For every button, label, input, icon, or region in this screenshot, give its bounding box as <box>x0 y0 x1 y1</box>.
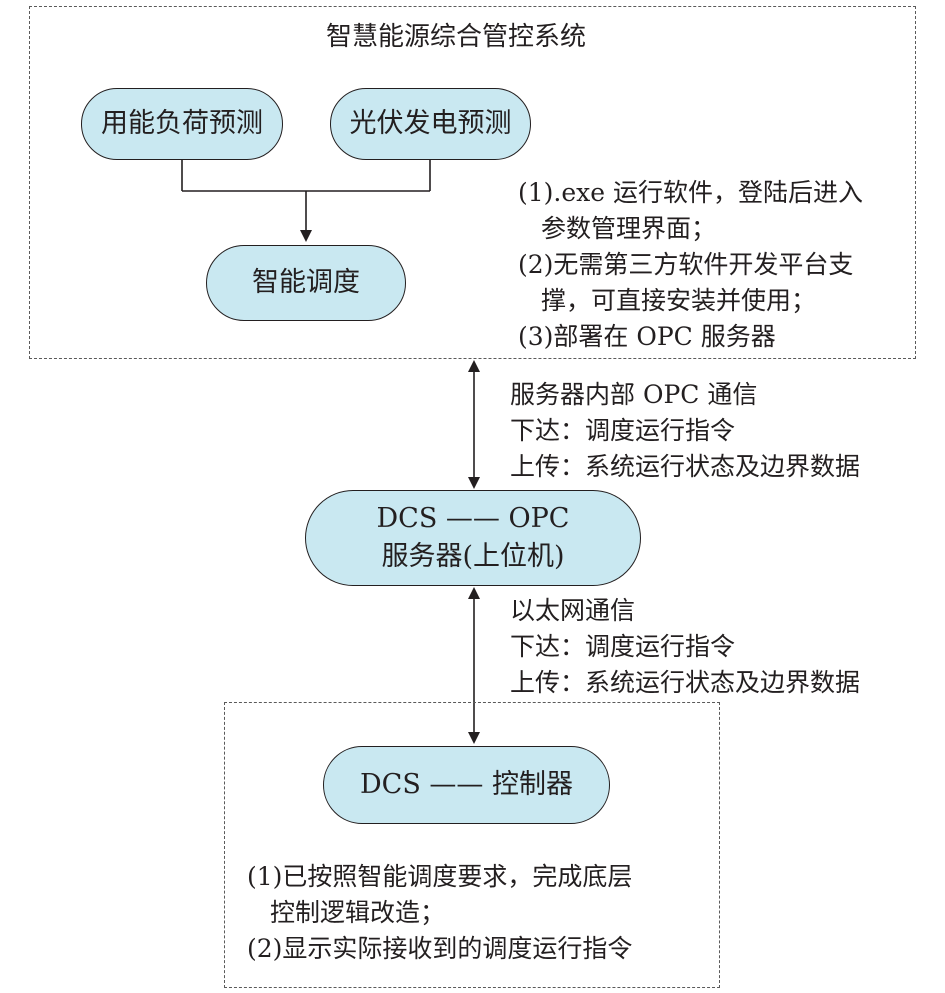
opc-server-line1: DCS —— OPC <box>376 503 570 534</box>
dcs-controller-node: DCS —— 控制器 <box>323 746 610 824</box>
system-note-3: (3)部署在 OPC 服务器 <box>518 322 776 351</box>
lower-link-protocol: 以太网通信 <box>510 596 636 625</box>
controller-note-1-cont: 控制逻辑改造； <box>270 898 446 927</box>
system-note-2: (2)无需第三方软件开发平台支 <box>518 250 854 279</box>
upper-link-downlink: 下达：调度运行指令 <box>510 416 736 445</box>
dcs-controller-label: DCS —— 控制器 <box>360 769 573 800</box>
lower-link-downlink: 下达：调度运行指令 <box>510 632 736 661</box>
upper-link-uplink: 上传：系统运行状态及边界数据 <box>510 452 861 481</box>
controller-note-1: (1)已按照智能调度要求，完成底层 <box>247 862 633 891</box>
upper-link-protocol: 服务器内部 OPC 通信 <box>510 380 758 409</box>
pv-forecast-node: 光伏发电预测 <box>330 88 531 160</box>
smart-dispatch-label: 智能调度 <box>252 267 360 298</box>
opc-server-line2: 服务器(上位机) <box>381 541 565 572</box>
system-title: 智慧能源综合管控系统 <box>326 22 587 52</box>
system-note-1: (1).exe 运行软件，登陆后进入 <box>518 178 863 207</box>
opc-server-node: DCS —— OPC 服务器(上位机) <box>305 490 641 586</box>
system-note-1-cont: 参数管理界面； <box>541 214 717 243</box>
smart-energy-system-box <box>29 6 916 359</box>
load-forecast-node: 用能负荷预测 <box>81 88 283 160</box>
smart-dispatch-node: 智能调度 <box>206 245 406 321</box>
lower-link-uplink: 上传：系统运行状态及边界数据 <box>510 668 861 697</box>
pv-forecast-label: 光伏发电预测 <box>349 108 512 139</box>
dcs-controller-box <box>224 702 720 988</box>
system-note-2-cont: 撑，可直接安装并使用； <box>541 286 817 315</box>
controller-note-2: (2)显示实际接收到的调度运行指令 <box>247 934 633 963</box>
load-forecast-label: 用能负荷预测 <box>101 108 263 139</box>
